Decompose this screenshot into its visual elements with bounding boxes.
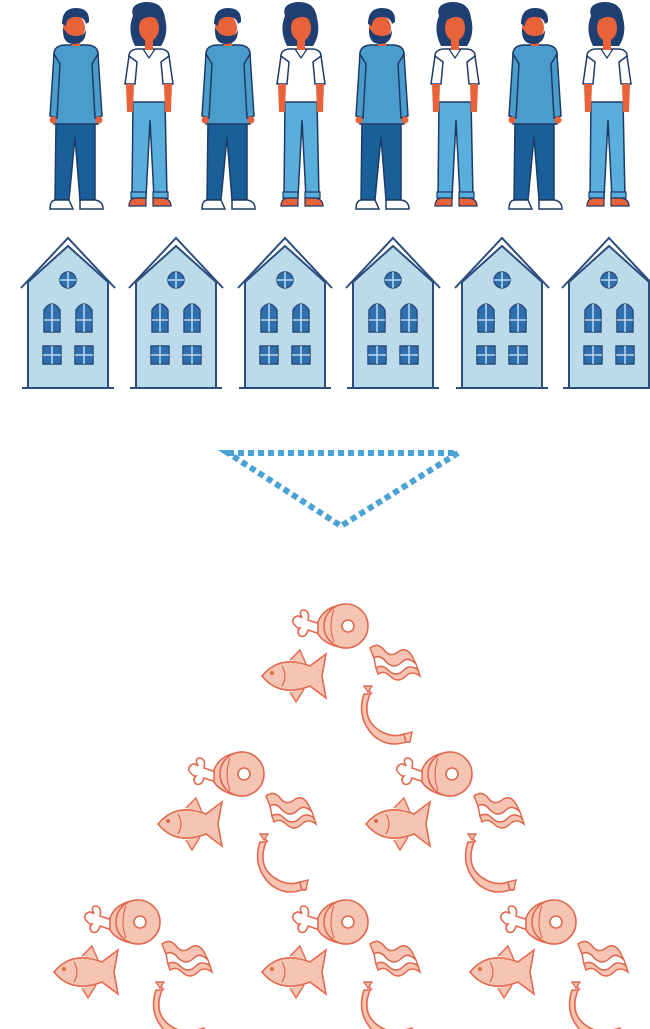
fish-icon — [262, 946, 326, 998]
houses-row — [21, 238, 650, 388]
house-icon — [562, 238, 650, 388]
food-group — [262, 604, 420, 744]
bacon-icon — [578, 941, 628, 976]
sausage-icon — [362, 686, 412, 744]
ham-icon — [397, 752, 472, 796]
house-icon — [238, 238, 332, 388]
sausage-icon — [362, 982, 412, 1029]
bacon-icon — [370, 645, 420, 680]
people-row — [50, 2, 632, 209]
ham-icon — [501, 900, 576, 944]
house-icon — [455, 238, 549, 388]
man-icon — [50, 8, 104, 209]
food-group — [262, 900, 420, 1029]
bacon-icon — [162, 941, 212, 976]
ham-icon — [189, 752, 264, 796]
man-icon — [202, 8, 256, 209]
house-icon — [346, 238, 440, 388]
house-icon — [129, 238, 223, 388]
bacon-icon — [474, 793, 524, 828]
woman-icon — [277, 2, 325, 206]
woman-icon — [583, 2, 631, 206]
ham-icon — [293, 900, 368, 944]
woman-icon — [125, 2, 173, 206]
food-group — [158, 752, 316, 892]
food-group — [366, 752, 524, 892]
fish-icon — [470, 946, 534, 998]
man-icon — [509, 8, 563, 209]
fish-icon — [366, 798, 430, 850]
fish-icon — [158, 798, 222, 850]
sausage-icon — [258, 834, 308, 892]
sausage-icon — [570, 982, 620, 1029]
sausage-icon — [466, 834, 516, 892]
ham-icon — [85, 900, 160, 944]
bacon-icon — [370, 941, 420, 976]
fish-icon — [54, 946, 118, 998]
down-triangle-arrow-icon — [228, 453, 458, 526]
sausage-icon — [154, 982, 204, 1029]
man-icon — [356, 8, 410, 209]
arrow — [228, 453, 458, 526]
food-pyramid — [54, 604, 628, 1029]
woman-icon — [431, 2, 479, 206]
bacon-icon — [266, 793, 316, 828]
food-group — [54, 900, 212, 1029]
house-icon — [21, 238, 115, 388]
food-group — [470, 900, 628, 1029]
fish-icon — [262, 650, 326, 702]
ham-icon — [293, 604, 368, 648]
